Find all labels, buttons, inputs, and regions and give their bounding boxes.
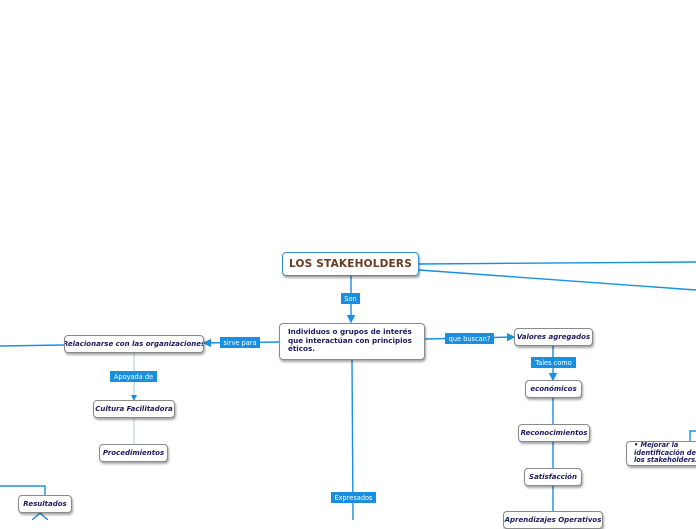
connector-root-right-upper (418, 261, 696, 265)
root-node[interactable]: LOS STAKEHOLDERS (282, 252, 419, 276)
node-reconocimientos[interactable]: Reconocimientos (518, 424, 590, 442)
node-mejorar-identificacion[interactable]: • Mejorar la identificación de los stake… (626, 441, 696, 466)
label-tales-como[interactable]: Tales como (531, 357, 576, 368)
definition-text: Individuos o grupos de interés que inter… (288, 327, 412, 354)
node-resultados[interactable]: Resultados (18, 495, 72, 513)
label-son[interactable]: Son (341, 293, 360, 304)
node-procedimientos[interactable]: Procedimientos (99, 444, 168, 462)
connector-root-right-lower (418, 269, 696, 291)
label-que-buscan[interactable]: que buscan? (445, 333, 494, 344)
label-sirve-para[interactable]: sirve para (220, 337, 260, 348)
label-apoyada-de[interactable]: Apoyada de (110, 371, 157, 382)
root-title: LOS STAKEHOLDERS (289, 258, 412, 270)
label-expresados[interactable]: Expresados (331, 492, 376, 503)
definition-node[interactable]: Individuos o grupos de interés que inter… (279, 323, 425, 360)
node-cultura-facilitadora[interactable]: Cultura Facilitadora (93, 400, 175, 418)
node-economicos[interactable]: económicos (525, 380, 582, 398)
connector-mejorar-right (689, 430, 696, 441)
node-satisfaccion[interactable]: Satisfacción (524, 468, 582, 486)
node-valores-agregados[interactable]: Valores agregados (514, 328, 593, 346)
connector-resultados-left (0, 485, 46, 496)
connector-relacionarse-left (0, 344, 65, 347)
node-relacionarse[interactable]: Relacionarse con las organizaciones (64, 335, 204, 353)
node-aprendizajes-operativos[interactable]: Aprendizajes Operativos (503, 511, 603, 529)
connector-resultados-down (31, 512, 49, 520)
